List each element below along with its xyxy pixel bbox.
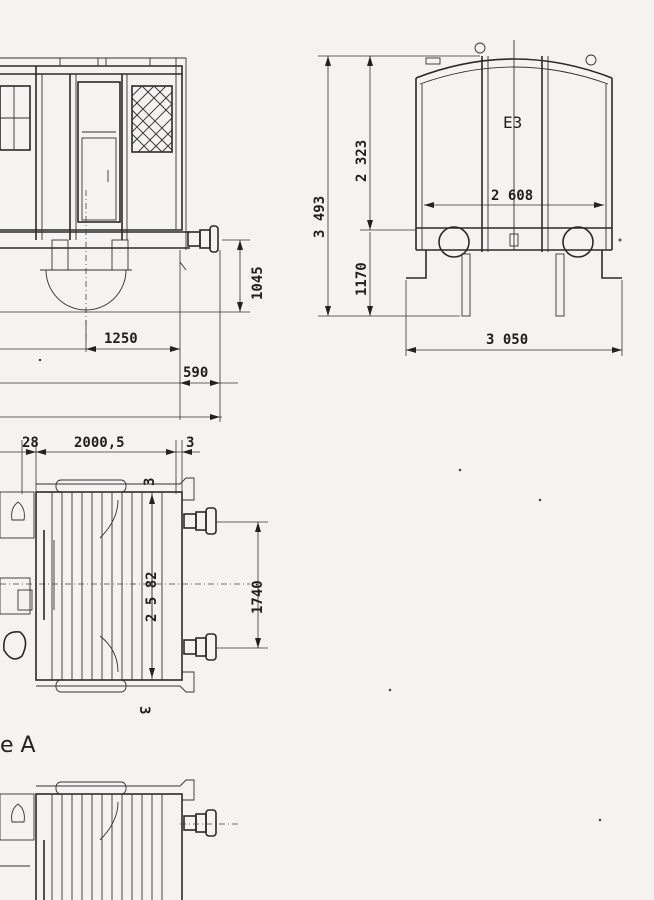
dim-3493: 3 493 <box>312 196 328 238</box>
dim-3-bottom-side: 3 <box>136 706 152 714</box>
end-door-mark: E3 <box>503 113 522 132</box>
side-elevation: 1045 1250 590 <box>0 57 266 422</box>
plan-buffer-bottom <box>183 633 217 661</box>
side-mesh-window <box>131 85 173 153</box>
dim-3050: 3 050 <box>486 332 528 348</box>
plan-view: 28 2000,5 3 <box>0 435 268 714</box>
side-door <box>77 81 121 223</box>
dim-1045: 1045 <box>250 266 266 300</box>
side-body-outline <box>0 65 183 231</box>
dim-3-top-side: 3 <box>142 478 158 486</box>
dim-1250: 1250 <box>104 331 138 347</box>
scan-speckles <box>38 238 622 822</box>
plan-buffer-top <box>183 507 217 535</box>
plan-body-outline <box>35 491 183 681</box>
dim-2323: 2 323 <box>354 140 370 182</box>
end-elevation: E3 2 608 3 493 2 323 1170 <box>312 40 623 356</box>
plan-view-lower <box>0 779 240 900</box>
dim-28: 28 <box>22 435 39 451</box>
view-label: e A <box>0 733 36 758</box>
dim-1740: 1740 <box>250 580 266 614</box>
dim-2582: 2 5 82 <box>144 571 160 622</box>
end-buffer-left <box>438 226 470 258</box>
end-buffer-right <box>562 226 594 258</box>
side-buffer <box>187 231 201 247</box>
dim-1170: 1170 <box>354 262 370 296</box>
dim-590: 590 <box>183 365 208 381</box>
dim-2608: 2 608 <box>491 188 533 204</box>
dim-2000-5: 2000,5 <box>74 435 125 451</box>
dim-3-top: 3 <box>186 435 194 451</box>
